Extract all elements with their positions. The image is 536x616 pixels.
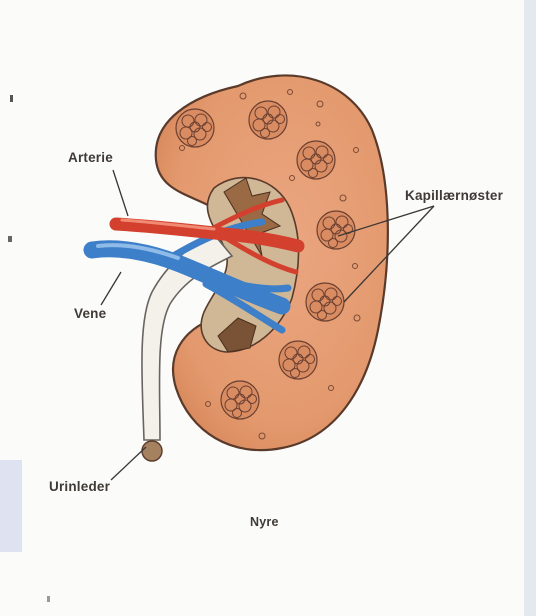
capillaries-label: Kapillærnøster [405, 188, 503, 203]
capillary-tuft [297, 141, 335, 179]
capillary-tuft [317, 211, 355, 249]
capillary-tuft [249, 101, 287, 139]
vein-label: Vene [74, 306, 106, 321]
capillary-tuft [306, 283, 344, 321]
artery-label: Arterie [68, 150, 113, 165]
ureter-end [142, 441, 162, 461]
capillary-tuft [279, 341, 317, 379]
diagram-caption: Nyre [250, 515, 279, 529]
ureter-label: Urinleder [49, 479, 110, 494]
artery-leader-line [113, 170, 128, 216]
ureter-leader-line [111, 447, 146, 480]
capillary-tuft [176, 109, 214, 147]
vein-leader-line [101, 272, 121, 305]
capillary-tuft [221, 381, 259, 419]
